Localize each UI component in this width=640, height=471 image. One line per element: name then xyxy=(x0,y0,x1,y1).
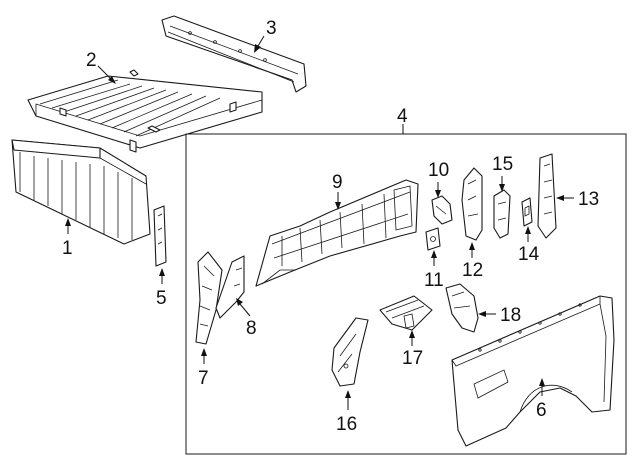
callout-11: 11 xyxy=(424,270,444,291)
callout-7: 7 xyxy=(198,368,209,389)
callout-12: 12 xyxy=(462,260,483,281)
part-7-front-pillar[interactable] xyxy=(195,251,223,345)
callout-9: 9 xyxy=(332,172,343,193)
callout-4: 4 xyxy=(397,106,408,127)
part-2-bed-floor[interactable] xyxy=(27,69,263,153)
callout-10: 10 xyxy=(428,160,449,181)
callout-8: 8 xyxy=(246,318,257,339)
part-5-pillar-bracket[interactable] xyxy=(153,205,167,267)
callout-2: 2 xyxy=(86,50,97,71)
part-17-wheelhouse[interactable] xyxy=(379,295,433,331)
part-10-bracket[interactable] xyxy=(431,195,453,225)
callout-numbers: 1 2 3 4 5 6 7 8 9 10 11 12 13 14 15 16 1… xyxy=(62,18,599,435)
part-8-bracket[interactable] xyxy=(215,255,245,319)
callout-17: 17 xyxy=(402,348,423,369)
callout-5: 5 xyxy=(156,288,167,309)
callout-16: 16 xyxy=(336,414,357,435)
part-3-front-crossmember[interactable] xyxy=(161,15,307,93)
part-18-rear-bracket[interactable] xyxy=(445,283,479,333)
callout-1: 1 xyxy=(62,238,73,259)
part-9-inner-panel[interactable] xyxy=(255,179,419,287)
part-15-bracket[interactable] xyxy=(493,189,511,239)
part-12-bracket[interactable] xyxy=(461,167,483,241)
callout-leaders xyxy=(65,35,574,410)
part-6-outer-side-panel[interactable] xyxy=(451,295,615,447)
callout-3: 3 xyxy=(266,18,277,39)
assembly-4-box xyxy=(185,133,627,455)
part-16-wheelhouse-bracket[interactable] xyxy=(331,317,369,387)
part-13-corner-pillar[interactable] xyxy=(537,153,557,239)
callout-13: 13 xyxy=(578,189,599,210)
part-1-tailgate[interactable] xyxy=(11,139,151,245)
callout-18: 18 xyxy=(500,305,521,326)
callout-14: 14 xyxy=(518,244,540,265)
part-14-plate[interactable] xyxy=(521,197,533,227)
part-11-clip[interactable] xyxy=(425,227,441,251)
callout-15: 15 xyxy=(492,154,513,175)
callout-6: 6 xyxy=(536,400,547,421)
